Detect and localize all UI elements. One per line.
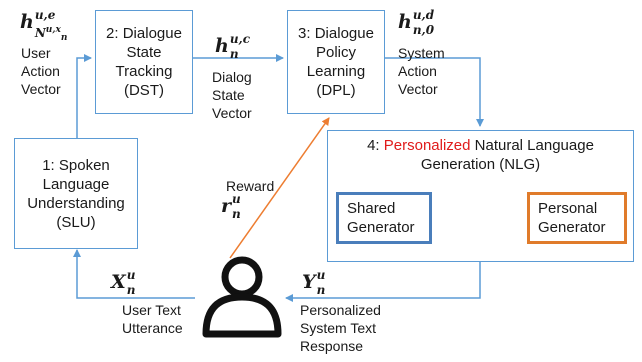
dst-box: 2: Dialogue State Tracking (DST) xyxy=(95,10,193,114)
person-outline-icon xyxy=(202,256,282,338)
arrow-reward xyxy=(229,117,330,259)
label-system-action-vector: System Action Vector xyxy=(398,45,445,97)
nlg-highlight: Personalized xyxy=(383,137,471,154)
label-user-text-utterance: User Text Utterance xyxy=(122,302,183,336)
nlg-title: 4: Personalized Natural Language Generat… xyxy=(328,136,633,174)
dpl-box: 3: Dialogue Policy Learning (DPL) xyxy=(287,10,385,114)
nlg-line2: Generation (NLG) xyxy=(420,156,541,173)
personal-generator-box: Personal Generator xyxy=(527,192,627,244)
label-reward: Reward xyxy=(226,178,275,194)
label-dialog-state-vector: Dialog State Vector xyxy=(212,69,252,121)
slu-box: 1: Spoken Language Understanding (SLU) xyxy=(14,138,138,249)
arrow-slu-to-dst xyxy=(76,54,92,138)
shared-generator-box: Shared Generator xyxy=(336,192,432,244)
arrow-dpl-to-nlg xyxy=(385,57,484,127)
arrow-nlg-to-user xyxy=(285,262,481,302)
nlg-prefix: 4: xyxy=(367,137,384,154)
arrow-user-to-slu xyxy=(73,249,195,299)
nlg-rest: Natural Language xyxy=(470,137,594,154)
label-personalized-response: Personalized System Text Response xyxy=(300,302,381,354)
label-user-action-vector: User Action Vector xyxy=(21,45,61,97)
